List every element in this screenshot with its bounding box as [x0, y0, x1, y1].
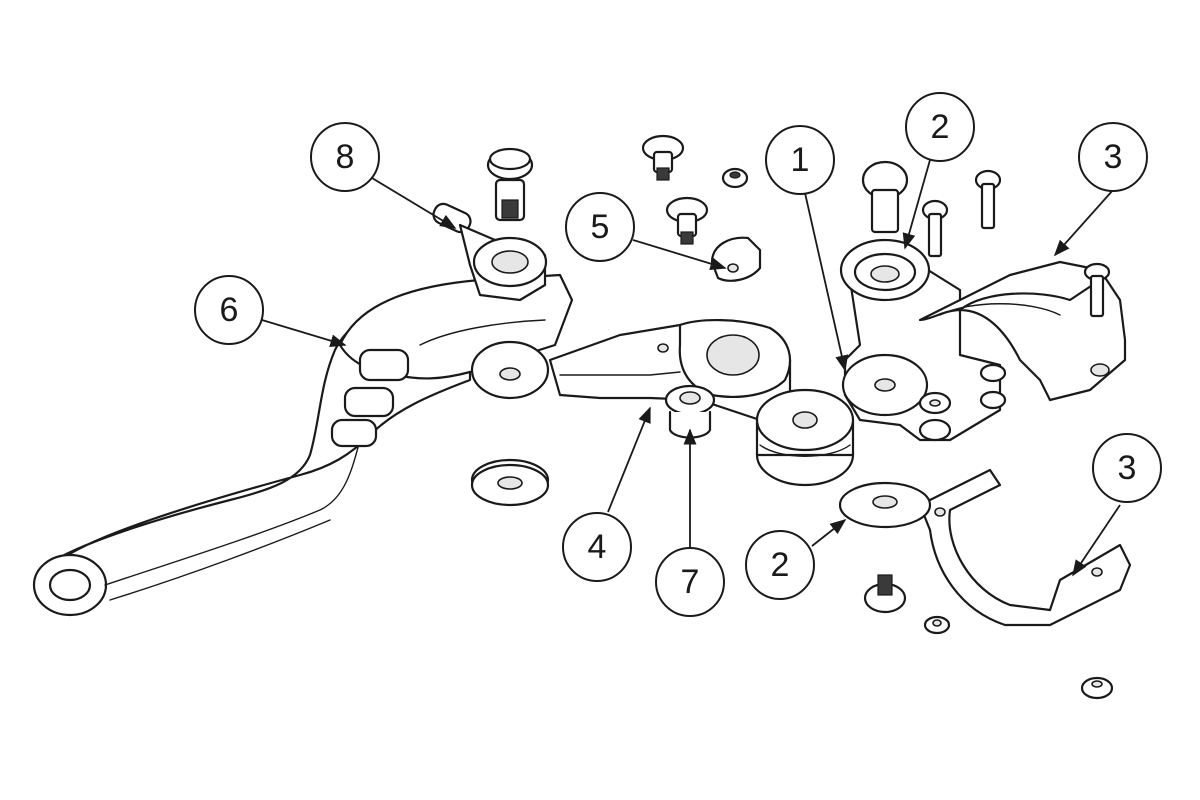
pivot-drum [755, 388, 855, 487]
callout-1-label: 1 [791, 141, 810, 179]
callout-8: 8 [310, 122, 380, 192]
clamp-half-part-3-lower [918, 468, 1132, 627]
callout-1: 1 [765, 125, 835, 195]
callout-2-lower: 2 [745, 530, 815, 600]
lever-part-6 [32, 273, 574, 617]
small-nut-lower [1080, 676, 1114, 700]
lever-body-part-4 [548, 319, 792, 439]
callout-5: 5 [565, 192, 635, 262]
button-head-bolt [861, 160, 909, 234]
cap-screw-1 [921, 199, 949, 258]
small-bolt-1 [641, 134, 685, 181]
callout-3-upper: 3 [1078, 122, 1148, 192]
cap-screw-2 [974, 169, 1002, 230]
small-washer [923, 615, 951, 635]
pivot-bolt-left [486, 147, 534, 222]
leader-lines [261, 159, 1121, 577]
callout-6: 6 [194, 275, 264, 345]
callout-2-upper: 2 [905, 92, 975, 162]
callout-2-lower-label: 2 [771, 546, 790, 584]
washer-lower-left [470, 463, 550, 507]
small-nut [721, 167, 749, 189]
callout-7-label: 7 [681, 563, 700, 601]
cover-plate-part-5 [710, 236, 762, 282]
callout-3-lower: 3 [1092, 433, 1162, 503]
callout-4-label: 4 [588, 528, 607, 566]
callout-7: 7 [655, 547, 725, 617]
callout-4: 4 [562, 512, 632, 582]
small-bolt-2 [665, 196, 709, 245]
clamp-part-1 [839, 238, 1007, 442]
callout-3-upper-label: 3 [1104, 138, 1123, 176]
clamp-cap-part-3-upper [918, 260, 1127, 402]
washer-part-2-lower [838, 481, 932, 529]
callout-2-upper-label: 2 [931, 108, 950, 146]
callout-6-label: 6 [220, 291, 239, 329]
bolts-upper [486, 134, 1002, 258]
callout-3-lower-label: 3 [1118, 449, 1137, 487]
grub-screw [863, 574, 907, 614]
callout-5-label: 5 [591, 208, 610, 246]
callout-8-label: 8 [336, 138, 355, 176]
